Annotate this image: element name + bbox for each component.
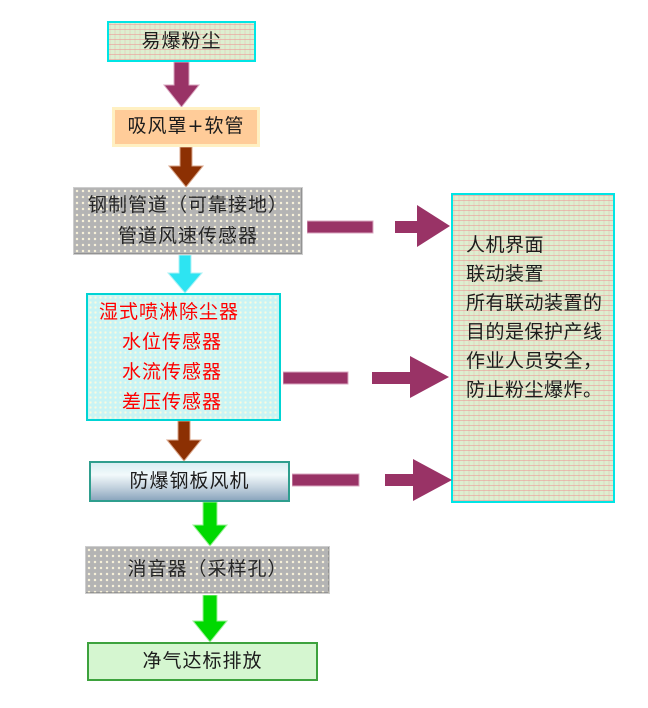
node-muffler: 消音器（采样孔）: [85, 546, 330, 594]
hmi-line4: 目的是保护产线: [466, 321, 603, 343]
node-hmi-interlock-panel: 人机界面 联动装置 所有联动装置的 目的是保护产线 作业人员安全， 防止粉尘爆炸…: [451, 193, 615, 503]
arrow-pipe-to-scrubber-icon: [166, 255, 204, 293]
node-label-line1: 湿式喷淋除尘器: [99, 301, 240, 323]
arrow-muffler-to-outlet-icon: [191, 595, 229, 642]
node-label: 吸风罩+软管: [127, 115, 245, 138]
hmi-line2: 联动装置: [466, 263, 545, 285]
arrow-scrubber-to-fan-icon: [165, 421, 203, 461]
node-explosionproof-fan: 防爆钢板风机: [89, 461, 290, 502]
node-clean-air-outlet: 净气达标排放: [87, 642, 318, 681]
arrow-dust-to-hood-icon: [162, 62, 201, 107]
node-steel-pipe: 钢制管道（可靠接地） 管道风速传感器: [73, 187, 303, 255]
hmi-line6: 防止粉尘爆炸。: [466, 379, 603, 401]
arrow-fan-to-hmi-icon: [292, 459, 452, 501]
hmi-line1: 人机界面: [466, 234, 545, 256]
arrow-fan-to-muffler-icon: [191, 502, 229, 546]
node-label: 净气达标排放: [142, 649, 263, 672]
node-label-line3: 水流传感器: [122, 361, 223, 383]
node-label-line2: 水位传感器: [122, 331, 223, 353]
node-label: 易爆粉尘: [141, 29, 222, 52]
hmi-line3: 所有联动装置的: [466, 292, 603, 314]
node-label: 消音器（采样孔）: [127, 558, 288, 581]
node-label-line4: 差压传感器: [122, 391, 223, 413]
hmi-line5: 作业人员安全，: [466, 350, 603, 372]
arrow-pipe-to-hmi-icon: [307, 205, 450, 247]
node-label-line2: 管道风速传感器: [117, 225, 258, 247]
node-label-line1: 钢制管道（可靠接地）: [87, 194, 288, 216]
node-label: 防爆钢板风机: [129, 469, 250, 492]
arrow-scrubber-to-hmi-icon: [283, 356, 449, 398]
node-wet-scrubber: 湿式喷淋除尘器 水位传感器 水流传感器 差压传感器: [86, 293, 281, 421]
node-suction-hood: 吸风罩+软管: [112, 107, 260, 147]
arrow-hood-to-pipe-icon: [167, 147, 205, 187]
node-explosive-dust: 易爆粉尘: [107, 21, 256, 62]
